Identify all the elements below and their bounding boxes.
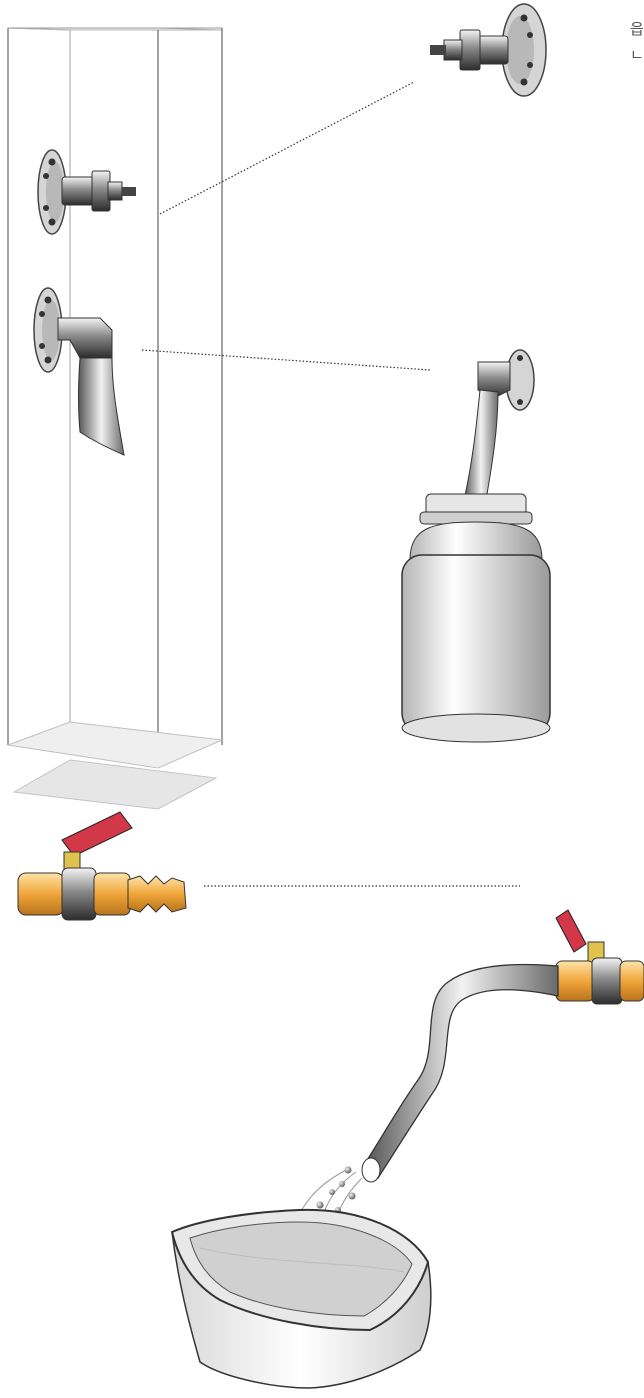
elbow-nozzle-icon (34, 288, 124, 455)
flange-nozzle-icon (430, 4, 546, 96)
hose-icon (362, 965, 558, 1182)
leader-lines (142, 82, 520, 886)
flange-nozzle-icon (38, 150, 136, 234)
ball-valve-icon (18, 812, 186, 920)
sampling-bottle-icon (402, 350, 550, 742)
cut-off-text-line-2: ㄴ (630, 44, 644, 65)
ball-valve-icon (556, 910, 644, 1004)
steel-tray-icon (172, 1210, 431, 1388)
cut-off-text-line-1: 읍 (630, 18, 644, 39)
